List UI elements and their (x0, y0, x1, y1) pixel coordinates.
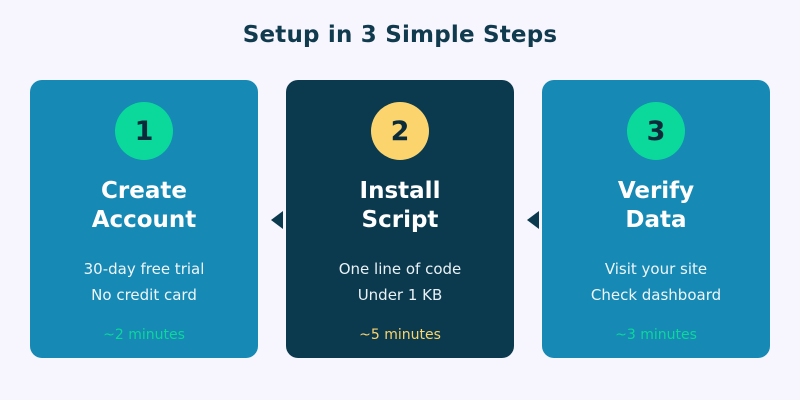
step-detail-2-line1: One line of code (338, 260, 462, 278)
step-detail-2-line2: Under 1 KB (357, 286, 443, 304)
step-title-3-line2: Data (625, 207, 687, 233)
step-number-badge-1: 1 (115, 102, 173, 160)
step-card-1[interactable]: 1 Create Account 30-day free trial No cr… (30, 80, 258, 358)
step-detail-3-line1: Visit your site (604, 260, 708, 278)
step-title-2: Install Script (286, 177, 514, 235)
steps-card-row: 1 Create Account 30-day free trial No cr… (30, 80, 770, 358)
step-card-3[interactable]: 3 Verify Data Visit your site Check dash… (542, 80, 770, 358)
step-details-3: Visit your site Check dashboard (542, 256, 770, 308)
step-details-1: 30-day free trial No credit card (30, 256, 258, 308)
step-duration-1: ~2 minutes (103, 327, 185, 343)
step-number-badge-2: 2 (371, 102, 429, 160)
step-title-3-line1: Verify (617, 178, 695, 204)
step-duration-3: ~3 minutes (615, 327, 697, 343)
step-number-badge-3: 3 (627, 102, 685, 160)
step-title-1-line1: Create (101, 178, 187, 204)
step-connector-arrow-left-icon-1 (271, 211, 283, 229)
step-title-2-line2: Script (361, 207, 439, 233)
page-title: Setup in 3 Simple Steps (242, 22, 558, 48)
step-title-1-line2: Account (91, 207, 197, 233)
step-title-2-line1: Install (359, 178, 441, 204)
step-title-1: Create Account (30, 177, 258, 235)
step-detail-1-line2: No credit card (91, 286, 197, 304)
step-connector-arrow-left-icon-2 (527, 211, 539, 229)
step-duration-2: ~5 minutes (359, 327, 441, 343)
step-detail-1-line1: 30-day free trial (83, 260, 205, 278)
step-title-3: Verify Data (542, 177, 770, 235)
step-details-2: One line of code Under 1 KB (286, 256, 514, 308)
step-detail-3-line2: Check dashboard (590, 286, 722, 304)
step-card-2[interactable]: 2 Install Script One line of code Under … (286, 80, 514, 358)
